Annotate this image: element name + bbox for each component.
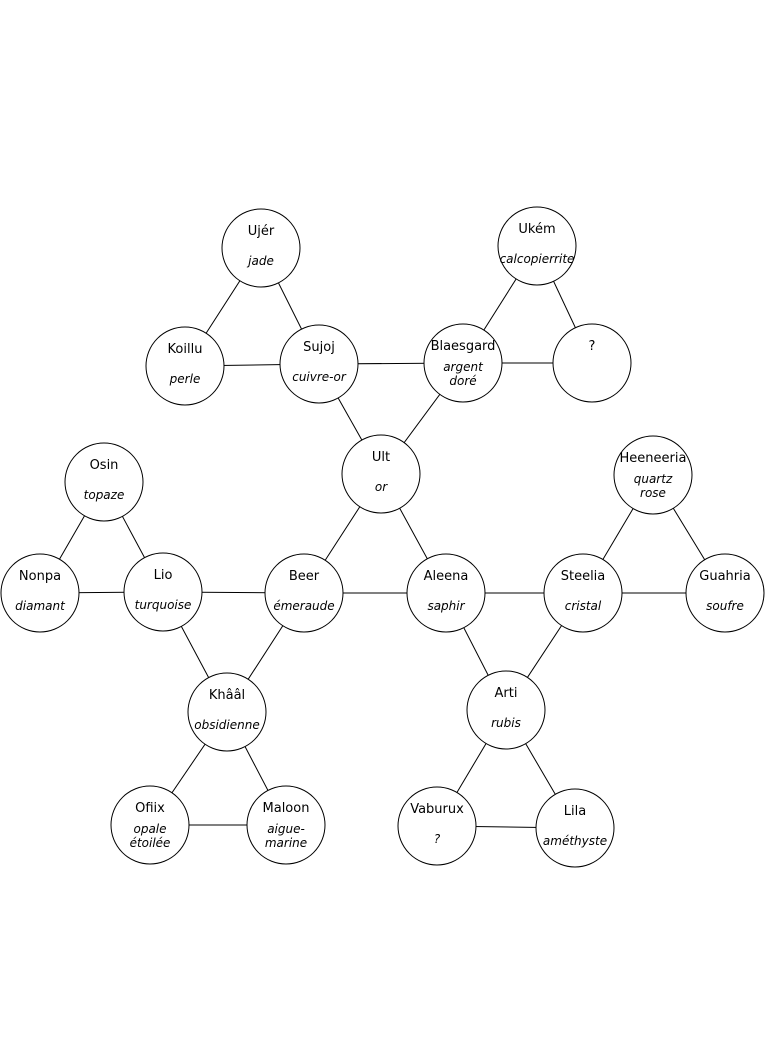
node-name: Arti: [495, 686, 518, 701]
node-aleena: Aleena saphir: [406, 553, 486, 633]
node-circle: [246, 785, 326, 865]
node-stone-line: aigue-: [267, 822, 305, 836]
node-maloon: Maloon aigue-marine: [246, 785, 326, 865]
node-circle: [397, 786, 477, 866]
node-osin: Osin topaze: [64, 442, 144, 522]
edges-layer: [39, 245, 726, 829]
node-circle: [535, 788, 615, 868]
node-name: Blaesgard: [431, 339, 496, 354]
node-stone: émeraude: [273, 599, 334, 613]
node-circle: [264, 553, 344, 633]
node-nonpa: Nonpa diamant: [0, 553, 80, 633]
node-stone: ?: [434, 832, 441, 846]
node-name: Sujoj: [303, 340, 335, 355]
node-arti: Arti rubis: [466, 670, 546, 750]
node-name: Vaburux: [410, 802, 464, 817]
node-name: Osin: [90, 458, 119, 473]
node-circle: [466, 670, 546, 750]
node-stone: améthyste: [543, 834, 607, 848]
node-circle: [341, 434, 421, 514]
node-circle: [64, 442, 144, 522]
node-sujoj: Sujoj cuivre-or: [279, 324, 359, 404]
node-stone-line: argent: [443, 360, 484, 374]
node-circle: [685, 553, 765, 633]
node-stone-line: marine: [265, 836, 307, 850]
node-steelia: Steelia cristal: [543, 553, 623, 633]
node-stone: topaze: [84, 488, 125, 502]
node-ukem: Ukém calcopierrite: [497, 206, 577, 286]
node-stone: jade: [246, 254, 274, 268]
node-circle: [221, 208, 301, 288]
node-circle: [613, 435, 693, 515]
node-circle: [123, 552, 203, 632]
node-name: ?: [589, 339, 596, 354]
node-lila: Lila améthyste: [535, 788, 615, 868]
node-stone: rubis: [491, 716, 521, 730]
node-circle: [110, 785, 190, 865]
node-circle: [145, 326, 225, 406]
node-name: Nonpa: [19, 569, 61, 584]
node-name: Ofiix: [135, 801, 165, 816]
node-lio: Lio turquoise: [123, 552, 203, 632]
node-circle: [552, 323, 632, 403]
node-circle: [423, 323, 503, 403]
node-beer: Beer émeraude: [264, 553, 344, 633]
node-stone: cristal: [565, 599, 602, 613]
node-name: Maloon: [263, 801, 310, 816]
node-stone: obsidienne: [194, 718, 259, 732]
node-stone: cuivre-or: [292, 370, 347, 384]
node-stone-line: étoilée: [130, 836, 171, 850]
node-name: Beer: [289, 569, 320, 584]
node-circle: [0, 553, 80, 633]
node-name: Ujér: [248, 224, 275, 239]
node-circle: [543, 553, 623, 633]
node-koillu: Koillu perle: [145, 326, 225, 406]
node-unknown: ?: [552, 323, 632, 403]
node-stone-line: quartz: [634, 472, 673, 486]
node-khaal: Khââl obsidienne: [187, 672, 267, 752]
node-stone: or: [375, 480, 388, 494]
node-circle: [497, 206, 577, 286]
node-name: Guahria: [699, 569, 750, 584]
node-stone: soufre: [706, 599, 744, 613]
node-name: Khââl: [209, 688, 245, 703]
node-circle: [279, 324, 359, 404]
node-stone: diamant: [15, 599, 66, 613]
node-name: Lila: [564, 804, 586, 819]
node-circle: [187, 672, 267, 752]
node-stone-line: doré: [449, 374, 476, 388]
node-ult: Ult or: [341, 434, 421, 514]
node-name: Aleena: [424, 569, 469, 584]
node-stone: turquoise: [135, 598, 192, 612]
node-name: Koillu: [168, 342, 203, 357]
node-circle: [406, 553, 486, 633]
node-name: Lio: [154, 568, 173, 583]
node-ujer: Ujér jade: [221, 208, 301, 288]
node-guahria: Guahria soufre: [685, 553, 765, 633]
node-stone: perle: [169, 372, 201, 386]
node-stone-line: opale: [133, 822, 166, 836]
node-stone-line: rose: [640, 486, 666, 500]
node-name: Steelia: [561, 569, 606, 584]
node-name: Heeneeria: [620, 451, 687, 466]
node-stone: calcopierrite: [500, 252, 575, 266]
node-name: Ukém: [518, 222, 555, 237]
node-vaburux: Vaburux?: [397, 786, 477, 866]
node-name: Ult: [372, 450, 390, 465]
node-stone: saphir: [427, 599, 465, 613]
